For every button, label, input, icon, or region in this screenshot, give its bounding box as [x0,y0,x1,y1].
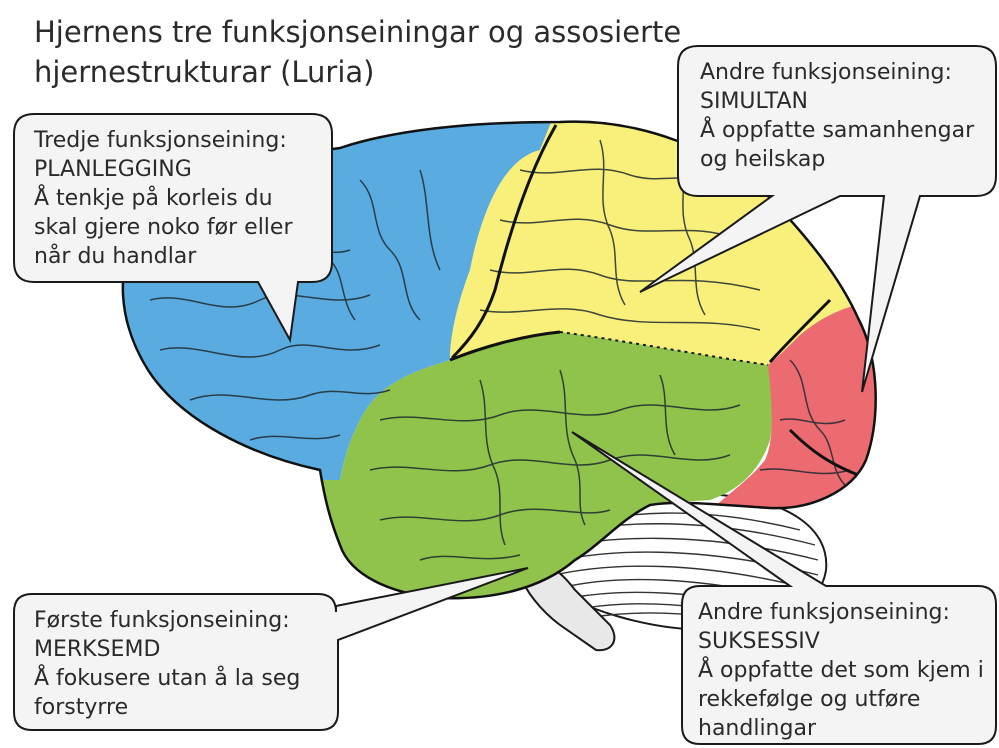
callout-simultaneous-heading: Andre funksjonseining: [700,58,974,87]
callout-simultaneous-name: SIMULTAN [700,87,974,116]
diagram-title: Hjernens tre funksjonseiningar og assosi… [34,12,681,92]
callout-successive-desc-2: rekkefølge og utføre [698,685,984,714]
title-line-2: hjernestrukturar (Luria) [34,52,681,92]
callout-simultaneous: Andre funksjonseining: SIMULTAN Å oppfat… [700,58,974,174]
callout-successive-desc-1: Å oppfatte det som kjem i [698,656,984,685]
title-line-1: Hjernens tre funksjonseiningar og assosi… [34,12,681,52]
callout-planning: Tredje funksjonseining: PLANLEGGING Å te… [34,126,293,271]
callout-attention: Første funksjonseining: MERKSEMD Å fokus… [34,606,300,722]
callout-successive-name: SUKSESSIV [698,627,984,656]
callout-planning-desc-3: når du handlar [34,242,293,271]
callout-simultaneous-desc-2: og heilskap [700,145,974,174]
callout-successive: Andre funksjonseining: SUKSESSIV Å oppfa… [698,598,984,743]
callout-successive-desc-3: handlingar [698,714,984,743]
callout-attention-heading: Første funksjonseining: [34,606,300,635]
callout-attention-name: MERKSEMD [34,635,300,664]
callout-planning-heading: Tredje funksjonseining: [34,126,293,155]
callout-attention-desc-2: forstyrre [34,693,300,722]
callout-planning-desc-2: skal gjere noko før eller [34,213,293,242]
callout-planning-desc-1: Å tenkje på korleis du [34,184,293,213]
callout-attention-desc-1: Å fokusere utan å la seg [34,664,300,693]
callout-successive-heading: Andre funksjonseining: [698,598,984,627]
callout-planning-name: PLANLEGGING [34,155,293,184]
callout-simultaneous-desc-1: Å oppfatte samanhengar [700,116,974,145]
